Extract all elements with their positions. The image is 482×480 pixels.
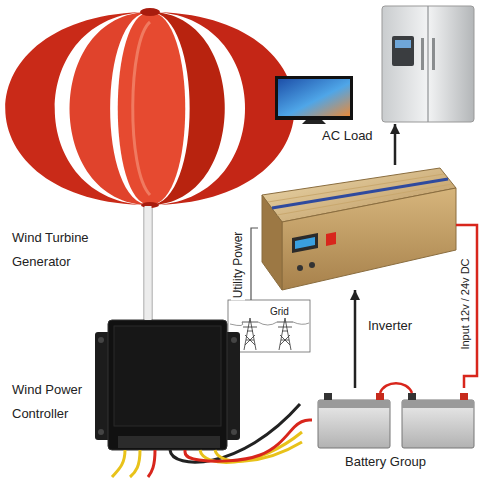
wire [148,450,155,477]
fridge-display [395,40,411,48]
inverter-socket [309,262,315,268]
battery [402,400,474,448]
component-label: Wind Power Controller [12,378,97,426]
flow-arrow [354,290,357,388]
turbine-mast [145,206,152,320]
battery-lid [318,400,390,408]
inverter-switch [326,232,336,246]
fridge-dispenser [392,36,414,66]
inverter-stripe [272,179,448,208]
component-label: Inverter [368,318,412,334]
screw-hole [231,429,237,435]
component-label: Grid [270,304,289,320]
battery-terminal [408,393,416,400]
inverter-display-screen [295,237,315,249]
power-line [230,322,309,326]
fridge [382,6,474,122]
ac-load-appliances [275,6,474,124]
jumper-wire [380,383,412,393]
screw-hole [98,337,104,343]
ac-load-node: AC Load [272,4,477,124]
flow-arrow [394,124,397,165]
tv-screen [278,79,350,116]
turbine-cap [140,8,160,16]
screw-hole [98,429,104,435]
inverter-socket [297,265,303,271]
turbine-pole [143,204,153,321]
battery-terminal [324,393,332,400]
component-label: Battery Group [345,454,426,470]
tv-frame [275,76,353,120]
inverter-node: Inverter [258,165,456,290]
edge-label: Utility Power [231,230,245,301]
terminal-strip [118,436,220,448]
screw-hole [231,337,237,343]
controller-body [108,320,227,450]
component-label: Wind Turbine Generator [12,226,107,274]
battery-terminal [376,393,384,400]
wind-turbine [5,8,295,321]
utility-line [251,228,258,300]
battery-terminal [460,393,468,400]
inverter-fin [268,174,444,202]
wire [215,442,302,461]
fridge-door-gap [427,6,428,122]
edge-label: Input 12v / 24v DC [459,256,471,351]
tv-stand [302,120,326,124]
grid-frame [228,300,310,352]
grid-picture [228,300,310,352]
battery [318,400,390,448]
dc-input-wire [456,225,477,388]
inverter-display [292,233,318,253]
battery-node: Battery Group [312,388,475,450]
grid-node: Grid [228,300,310,352]
pylon [277,318,293,350]
inverter-fin [277,184,452,215]
turbine-blade [118,12,186,205]
inverter-end [262,195,282,290]
wire [130,450,140,477]
fridge-handle [432,38,435,70]
battery-lid [402,400,474,408]
controller-node: Wind Power Controller [95,320,240,450]
component-label: AC Load [322,128,373,144]
wire [112,450,125,477]
pylon [242,318,258,350]
inverter-unit [262,168,456,290]
blade-highlight [133,22,150,195]
fridge-handle [421,38,424,70]
battery-bank [318,383,474,448]
turbine-node: Wind Turbine Generator [5,10,295,206]
controller-face [114,326,221,426]
controller-wire [185,420,312,461]
charge-controller [95,320,302,477]
